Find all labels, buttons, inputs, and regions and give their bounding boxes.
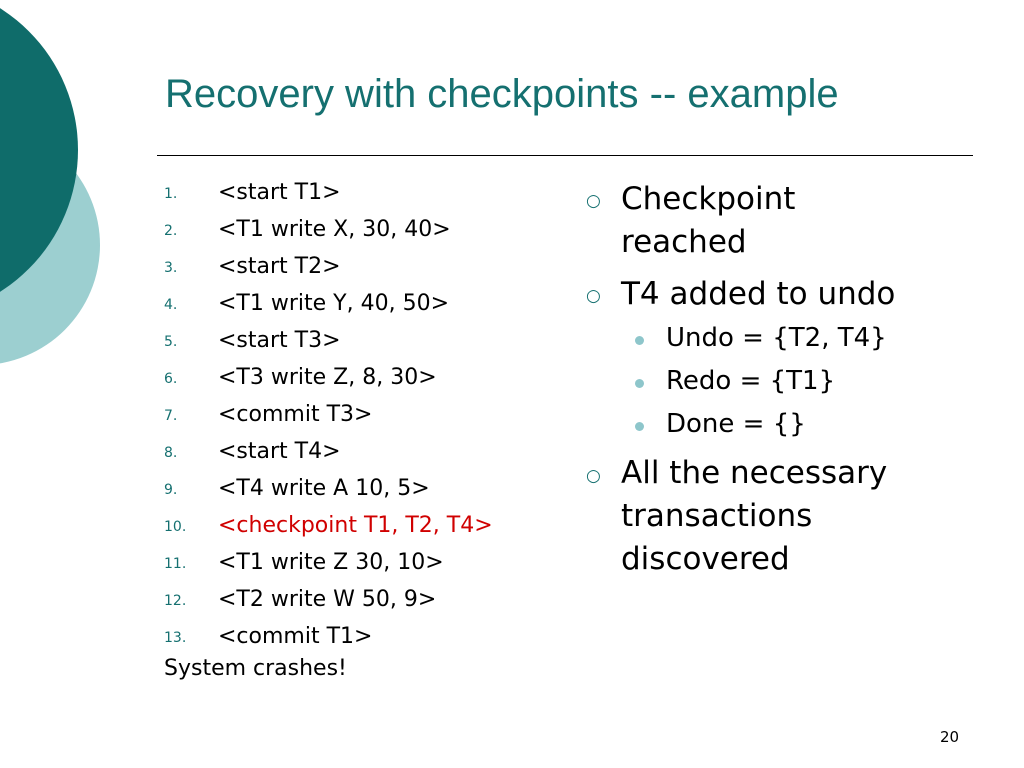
- log-text: <start T4>: [218, 439, 341, 464]
- note-line: transactions: [621, 498, 813, 534]
- hollow-bullet-icon: ○: [586, 466, 601, 486]
- note-transactions-discovered: All the necessary transactions discovere…: [621, 452, 887, 581]
- log-number: 1.: [164, 186, 178, 202]
- log-text: <start T1>: [218, 180, 341, 205]
- note-line: reached: [621, 224, 747, 260]
- hollow-bullet-icon: ○: [586, 286, 601, 306]
- log-number: 12.: [164, 593, 187, 609]
- log-text: <T1 write X, 30, 40>: [218, 217, 451, 242]
- log-text: <T2 write W 50, 9>: [218, 587, 437, 612]
- dot-bullet-icon: [635, 379, 644, 388]
- note-line: All the necessary: [621, 455, 888, 491]
- log-number: 9.: [164, 482, 178, 498]
- log-number: 11.: [164, 556, 187, 572]
- log-text: <T4 write A 10, 5>: [218, 476, 430, 501]
- hollow-bullet-icon: ○: [586, 191, 601, 211]
- note-line: discovered: [621, 541, 790, 577]
- log-number: 2.: [164, 223, 178, 239]
- log-number: 10.: [164, 519, 187, 535]
- log-number: 13.: [164, 630, 187, 646]
- title-divider: [157, 155, 973, 156]
- log-text-checkpoint: <checkpoint T1, T2, T4>: [218, 513, 493, 538]
- log-text: <T3 write Z, 8, 30>: [218, 365, 437, 390]
- page-number: 20: [940, 728, 960, 746]
- sub-note-undo: Undo = {T2, T4}: [666, 323, 887, 353]
- dot-bullet-icon: [635, 422, 644, 431]
- sub-note-done: Done = {}: [666, 409, 806, 439]
- dark-teal-circle: [0, 8, 78, 292]
- sub-note-redo: Redo = {T1}: [666, 366, 836, 396]
- log-text: <start T3>: [218, 328, 341, 353]
- log-number: 5.: [164, 334, 178, 350]
- decorative-circles: [0, 8, 100, 364]
- log-text: <commit T1>: [218, 624, 373, 649]
- log-text: <start T2>: [218, 254, 341, 279]
- log-number: 4.: [164, 297, 178, 313]
- log-text: <T1 write Z 30, 10>: [218, 550, 444, 575]
- log-number: 8.: [164, 445, 178, 461]
- crash-note: System crashes!: [164, 656, 347, 681]
- log-number: 6.: [164, 371, 178, 387]
- note-line: Checkpoint: [621, 181, 796, 217]
- log-number: 7.: [164, 408, 178, 424]
- note-checkpoint-reached: Checkpoint reached: [621, 178, 795, 264]
- log-number: 3.: [164, 260, 178, 276]
- note-t4-undo: T4 added to undo: [621, 273, 895, 316]
- slide-title: Recovery with checkpoints -- example: [165, 72, 839, 116]
- log-text: <T1 write Y, 40, 50>: [218, 291, 449, 316]
- log-text: <commit T3>: [218, 402, 373, 427]
- note-line: T4 added to undo: [621, 276, 896, 312]
- dot-bullet-icon: [635, 336, 644, 345]
